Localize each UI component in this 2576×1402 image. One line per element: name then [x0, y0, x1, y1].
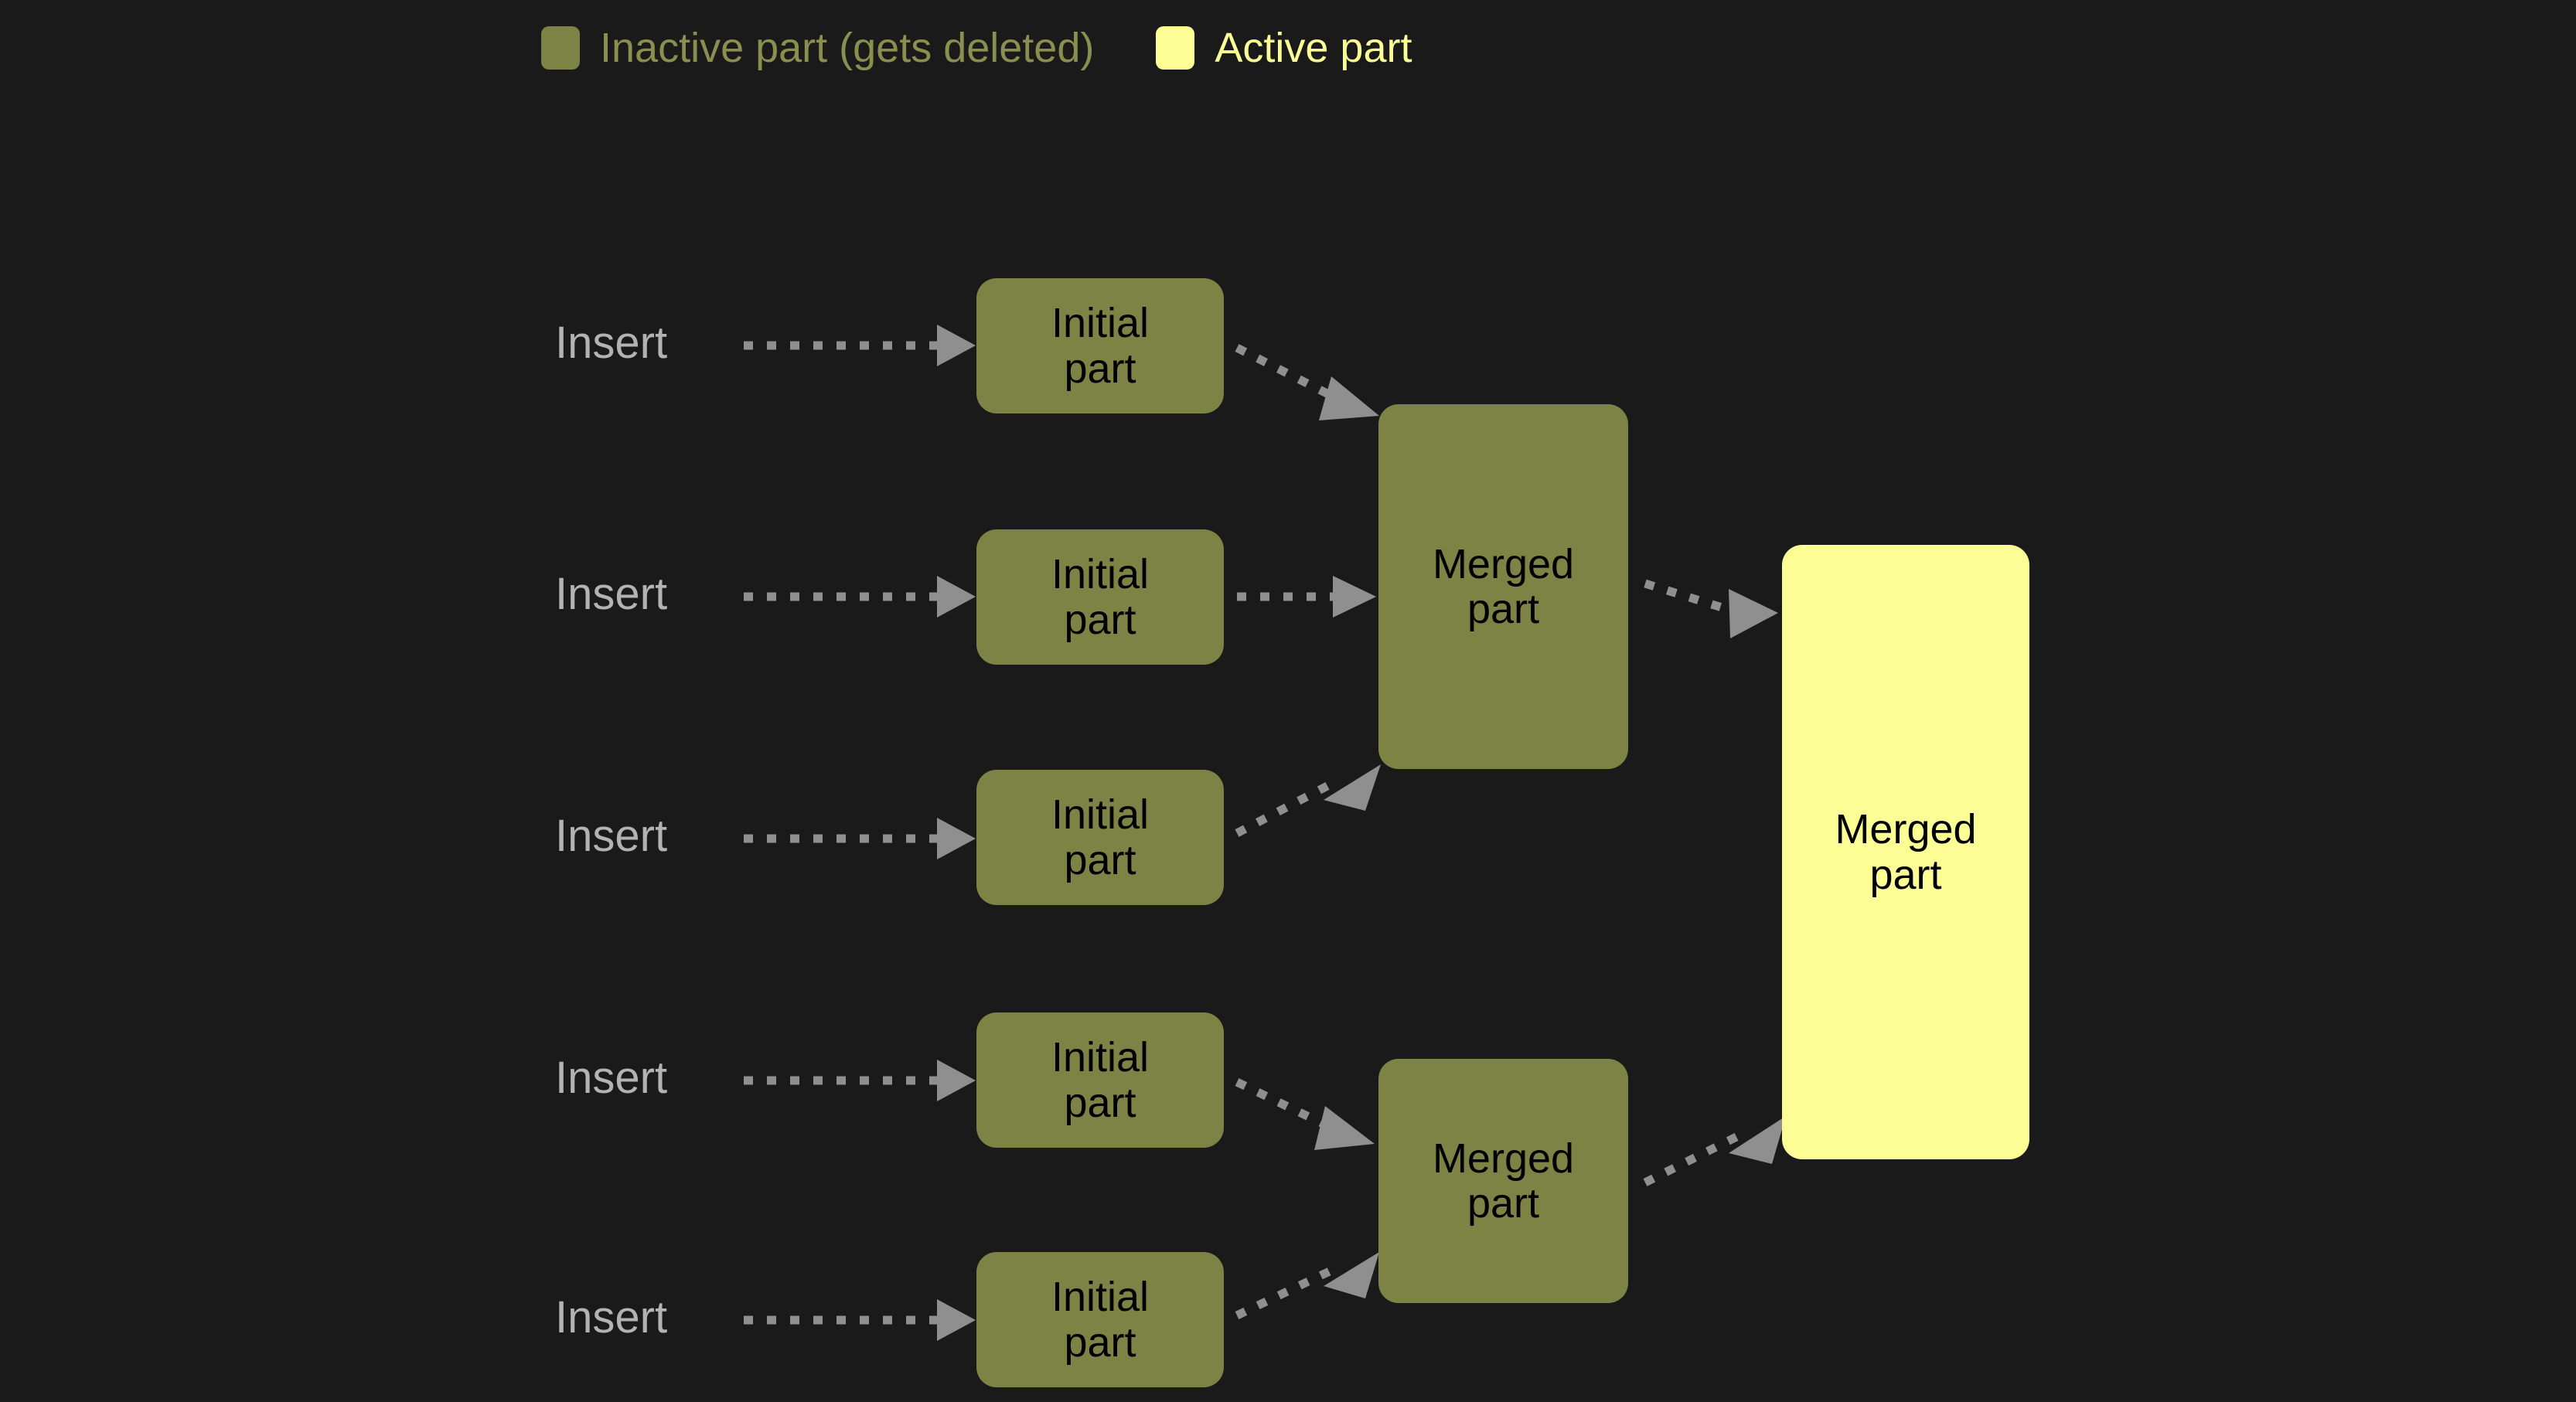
- node-initial-part-5[interactable]: Initial part: [976, 1252, 1224, 1387]
- insert-label-1: Insert: [555, 318, 668, 368]
- insert-label-4: Insert: [555, 1053, 668, 1103]
- legend-item-inactive: Inactive part (gets deleted): [541, 26, 1094, 70]
- edge-insert-to-initial-4: [744, 1060, 976, 1101]
- edge-initial-5-to-merged-2: [1235, 1252, 1379, 1319]
- node-initial-part-2[interactable]: Initial part: [976, 529, 1224, 665]
- insert-label-5: Insert: [555, 1292, 668, 1342]
- edge-initial-2-to-merged-1: [1237, 576, 1376, 618]
- legend: Inactive part (gets deleted) Active part: [541, 26, 1412, 70]
- node-merged-part-1[interactable]: Merged part: [1378, 404, 1628, 769]
- node-final-merged-part-active[interactable]: Merged part: [1782, 545, 2029, 1159]
- legend-swatch-inactive-icon: [541, 26, 580, 70]
- node-initial-part-3[interactable]: Initial part: [976, 770, 1224, 905]
- legend-item-active: Active part: [1156, 26, 1412, 70]
- edge-insert-to-initial-2: [744, 576, 976, 618]
- insert-label-3: Insert: [555, 811, 668, 861]
- node-initial-part-4[interactable]: Initial part: [976, 1012, 1224, 1148]
- edge-merged-1-to-final: [1644, 579, 1778, 638]
- edge-merged-2-to-final: [1643, 1116, 1786, 1186]
- edge-initial-3-to-merged-1: [1235, 764, 1381, 837]
- edge-insert-to-initial-5: [744, 1299, 976, 1341]
- edge-insert-to-initial-3: [744, 818, 976, 859]
- node-merged-part-2[interactable]: Merged part: [1378, 1059, 1628, 1303]
- insert-label-2: Insert: [555, 569, 668, 619]
- edge-insert-to-initial-1: [744, 325, 976, 366]
- legend-swatch-active-icon: [1156, 26, 1195, 70]
- node-initial-part-1[interactable]: Initial part: [976, 278, 1224, 413]
- edge-initial-4-to-merged-2: [1235, 1078, 1375, 1150]
- edge-initial-1-to-merged-1: [1235, 344, 1379, 420]
- legend-label-inactive: Inactive part (gets deleted): [600, 25, 1095, 71]
- legend-label-active: Active part: [1215, 25, 1412, 71]
